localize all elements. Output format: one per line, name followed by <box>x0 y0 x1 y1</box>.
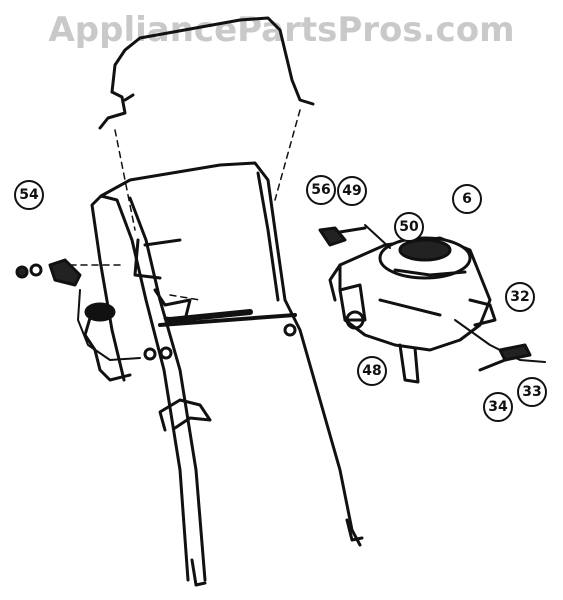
callout-34: 34 <box>483 392 513 422</box>
main-handle-frame <box>90 194 190 582</box>
callout-49: 49 <box>337 176 367 206</box>
callout-50: 50 <box>394 212 424 242</box>
callout-6: 6 <box>452 184 482 214</box>
callout-54: 54 <box>14 180 44 210</box>
callout-33: 33 <box>517 377 547 407</box>
callout-48: 48 <box>357 356 387 386</box>
control-lever <box>83 316 132 382</box>
callout-56: 56 <box>306 175 336 205</box>
upper-handle <box>110 16 315 106</box>
upper-handle-left-bracket <box>98 90 127 130</box>
cross-bar <box>158 313 297 327</box>
callout-32: 32 <box>505 282 535 312</box>
lower-clip <box>158 398 212 432</box>
handle-bolt <box>143 238 182 247</box>
throttle-cable <box>77 289 141 361</box>
engine-assembly <box>328 236 497 384</box>
